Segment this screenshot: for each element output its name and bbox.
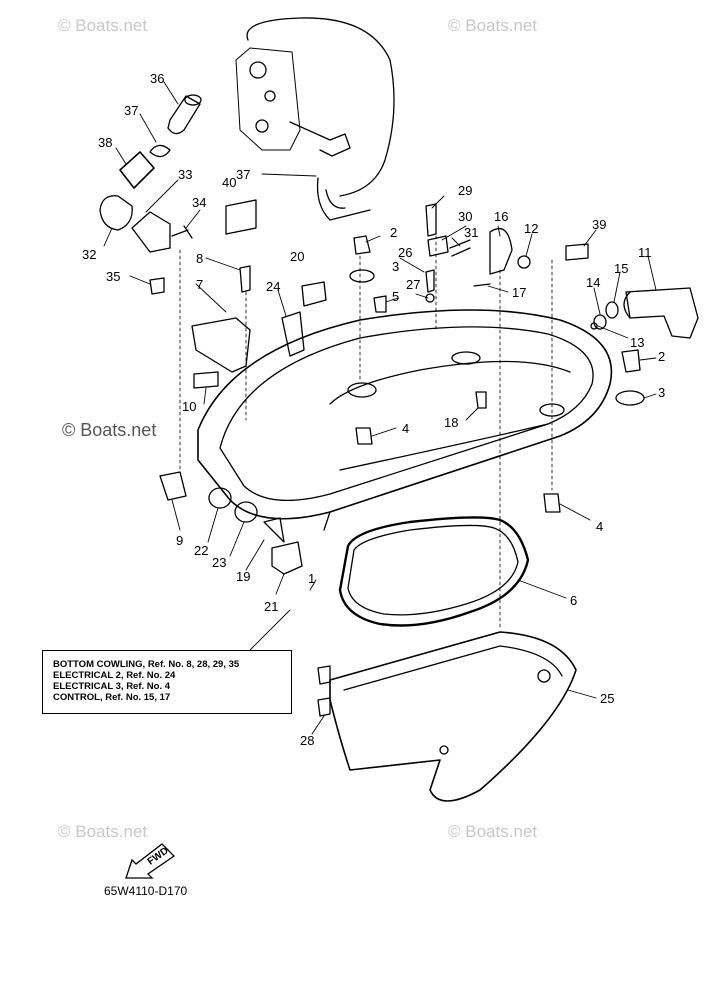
callout-40: 40	[222, 175, 237, 190]
legend-line-electrical-2: ELECTRICAL 2, Ref. No. 24	[53, 670, 176, 681]
callout-10: 10	[182, 399, 197, 414]
reference-legend: BOTTOM COWLING, Ref. No. 8, 28, 29, 35 E…	[42, 650, 292, 714]
callout-13: 13	[630, 335, 645, 350]
callout-37: 37	[124, 103, 139, 118]
callout-8: 8	[196, 251, 204, 266]
callout-1: 1	[308, 571, 316, 586]
seal-6	[338, 516, 530, 627]
callout-5: 5	[392, 289, 400, 304]
callout-25: 25	[600, 691, 615, 706]
engine-outline	[246, 17, 395, 197]
watermark-top-left: © Boats.net	[58, 16, 148, 35]
callout-32: 32	[82, 247, 97, 262]
watermark-bottom-right: © Boats.net	[448, 822, 538, 841]
fwd-arrow-icon: FWD	[125, 843, 176, 879]
callout-17: 17	[512, 285, 527, 300]
callout-29: 29	[458, 183, 473, 198]
watermark-mid-left: © Boats.net	[62, 420, 157, 440]
callout-7: 7	[196, 277, 204, 292]
callout-28: 28	[300, 733, 315, 748]
callout-31: 31	[464, 225, 479, 240]
callout-35: 35	[106, 269, 121, 284]
callout-4: 4	[402, 421, 410, 436]
callout-9: 9	[176, 533, 184, 548]
callout-4: 4	[596, 519, 604, 534]
callout-33: 33	[178, 167, 193, 182]
bottom-cowling	[197, 309, 613, 520]
callout-21: 21	[264, 599, 279, 614]
callout-38: 38	[98, 135, 113, 150]
callout-22: 22	[194, 543, 209, 558]
callout-2: 2	[390, 225, 398, 240]
gear-38	[119, 151, 155, 189]
legend-line-control: CONTROL, Ref. No. 15, 17	[53, 692, 171, 703]
callout-3: 3	[658, 385, 666, 400]
callout-12: 12	[524, 221, 539, 236]
legend-line-bottom-cowling: BOTTOM COWLING, Ref. No. 8, 28, 29, 35	[53, 659, 240, 670]
lever-11	[625, 287, 699, 339]
callout-39: 39	[592, 217, 607, 232]
watermark-bottom-left: © Boats.net	[58, 822, 148, 841]
hose-36	[167, 95, 201, 135]
callout-37: 37	[236, 167, 251, 182]
callout-2: 2	[658, 349, 666, 364]
callout-6: 6	[570, 593, 578, 608]
callout-14: 14	[586, 275, 601, 290]
lower-cover-25	[329, 631, 577, 802]
callout-20: 20	[290, 249, 305, 264]
callout-27: 27	[406, 277, 421, 292]
callout-3: 3	[392, 259, 400, 274]
callout-34: 34	[192, 195, 207, 210]
callout-26: 26	[398, 245, 413, 260]
callout-30: 30	[458, 209, 473, 224]
callout-19: 19	[236, 569, 251, 584]
callout-18: 18	[444, 415, 459, 430]
legend-line-electrical-3: ELECTRICAL 3, Ref. No. 4	[53, 681, 171, 692]
watermark-top-right: © Boats.net	[448, 16, 538, 35]
callout-15: 15	[614, 261, 629, 276]
callout-23: 23	[212, 555, 227, 570]
callout-24: 24	[266, 279, 281, 294]
callout-16: 16	[494, 209, 509, 224]
callout-36: 36	[150, 71, 165, 86]
diagram-code: 65W4110-D170	[104, 884, 188, 898]
callout-11: 11	[638, 245, 652, 260]
